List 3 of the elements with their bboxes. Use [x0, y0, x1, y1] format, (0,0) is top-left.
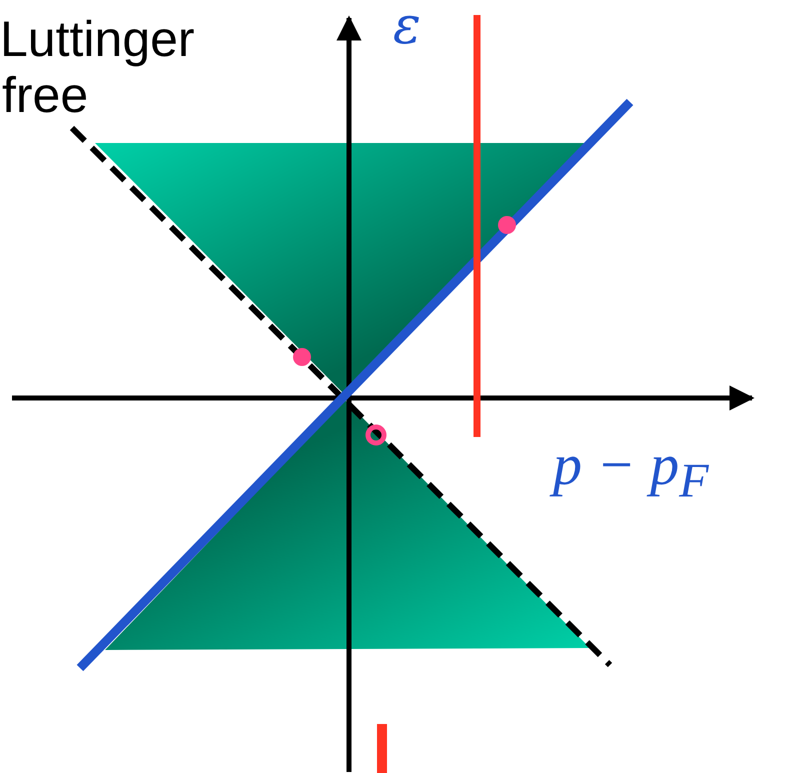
curve-label: Luttinger — [0, 14, 195, 64]
axis-label: ε — [393, 0, 421, 52]
curve-label: free — [2, 70, 88, 120]
